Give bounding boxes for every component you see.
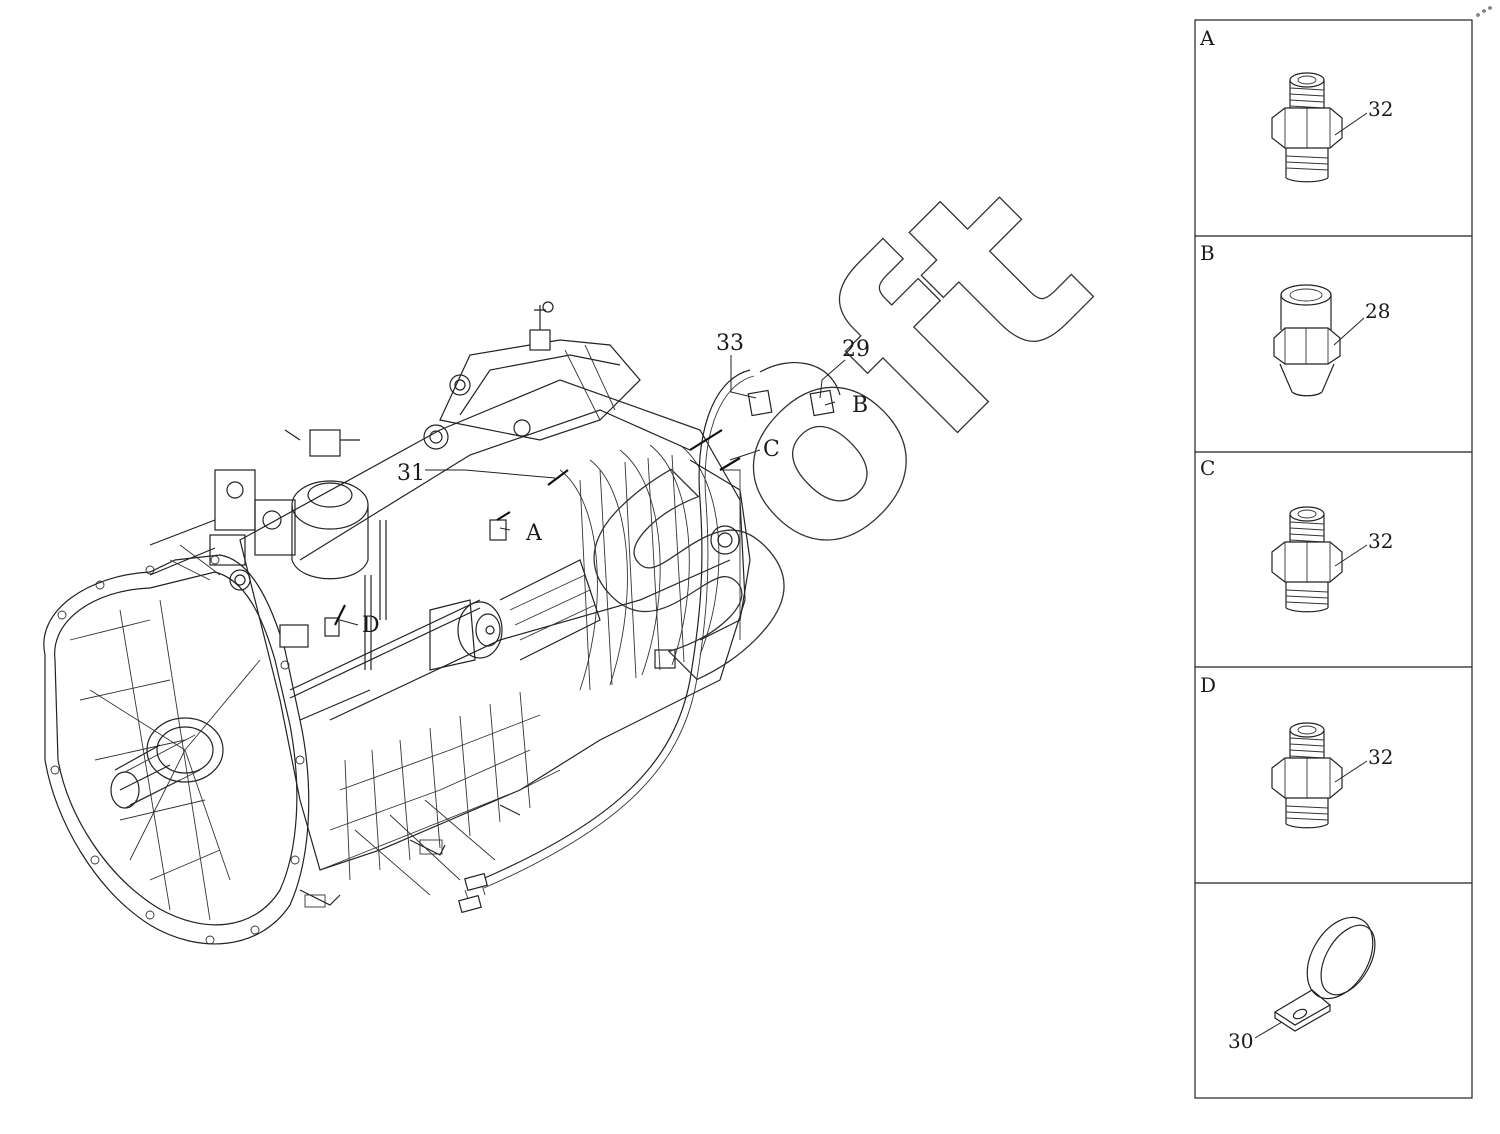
detail-panel-a: A 32 bbox=[1199, 26, 1393, 183]
detail-panel-column: A 32 B bbox=[1194, 19, 1473, 1099]
transmission-assembly bbox=[43, 301, 846, 945]
panel-c-part-number: 32 bbox=[1368, 529, 1393, 553]
panel-b-part-number: 28 bbox=[1365, 299, 1390, 323]
main-callouts: 33 29 31 A B C D bbox=[362, 331, 870, 638]
panel-clamp-part-number: 30 bbox=[1228, 1029, 1253, 1053]
callout-33: 33 bbox=[716, 331, 744, 356]
callout-31: 31 bbox=[397, 461, 425, 486]
shift-control-unit bbox=[439, 301, 641, 441]
main-leaders bbox=[339, 355, 846, 626]
corner-mark bbox=[1476, 6, 1492, 17]
reducer-fitting-icon bbox=[1273, 284, 1341, 397]
panel-a-part-number: 32 bbox=[1368, 97, 1393, 121]
straight-fitting-icon bbox=[1271, 72, 1343, 183]
panel-letter-b: B bbox=[1200, 241, 1215, 265]
straight-fitting-icon bbox=[1271, 722, 1343, 829]
hatched-connectors bbox=[334, 429, 741, 626]
shift-rods bbox=[279, 520, 481, 721]
panel-letter-d: D bbox=[1200, 673, 1216, 697]
callout-d: D bbox=[362, 613, 380, 638]
output-area bbox=[654, 459, 751, 669]
detail-panel-d: D 32 bbox=[1200, 673, 1393, 829]
shift-tower bbox=[284, 424, 449, 580]
pipe-clamp-icon bbox=[1273, 916, 1376, 1032]
straight-fitting-icon bbox=[1271, 506, 1343, 613]
panel-d-part-number: 32 bbox=[1368, 745, 1393, 769]
sump-ribs bbox=[319, 691, 561, 896]
callout-c: C bbox=[763, 437, 780, 462]
callout-b: B bbox=[852, 393, 868, 418]
callout-a: A bbox=[525, 521, 543, 546]
valve-block bbox=[149, 469, 296, 591]
panel-letter-c: C bbox=[1200, 456, 1215, 480]
hose-routing bbox=[458, 361, 841, 914]
detail-panel-clamp: 30 bbox=[1228, 916, 1376, 1053]
panel-letter-a: A bbox=[1199, 26, 1215, 50]
watermark-text: Soft bbox=[526, 126, 1142, 742]
detail-panel-c: C 32 bbox=[1200, 456, 1393, 613]
detail-panel-b: B 28 bbox=[1200, 241, 1390, 397]
right-actuator bbox=[429, 559, 601, 671]
watermark-outline: Soft bbox=[525, 125, 1142, 742]
input-shaft bbox=[110, 717, 224, 809]
callout-29: 29 bbox=[842, 337, 870, 362]
